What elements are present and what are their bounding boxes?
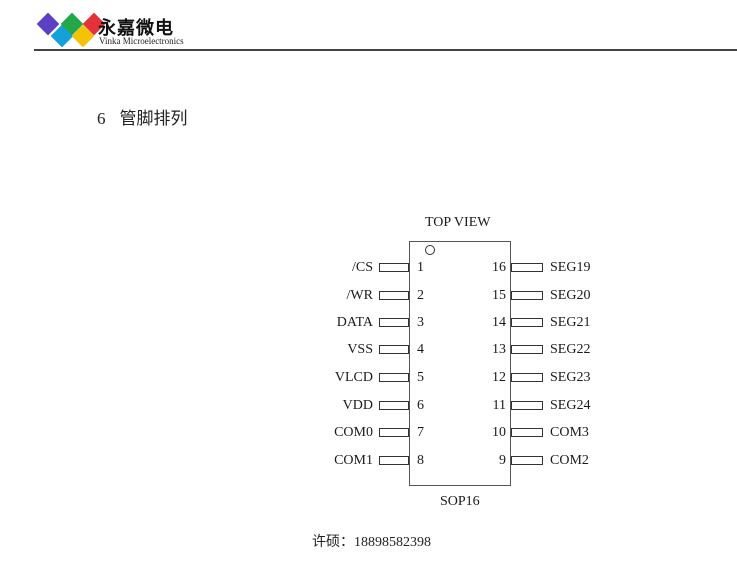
pin-lead	[511, 318, 543, 327]
pin-number: 11	[492, 398, 506, 413]
contact-info: 许硕：18898582398	[312, 535, 431, 550]
pin-lead	[379, 345, 409, 354]
pin-lead	[379, 291, 409, 300]
pin-number: 8	[417, 453, 424, 468]
pin-name: VDD	[342, 398, 373, 413]
pin-name: SEG21	[550, 315, 591, 330]
pin-name: SEG19	[550, 260, 591, 275]
pin-number: 1	[417, 260, 424, 275]
package-label: SOP16	[440, 494, 480, 509]
pin-number: 12	[492, 370, 506, 385]
pin-lead	[511, 291, 543, 300]
pin-name: COM2	[550, 453, 589, 468]
chip-body	[409, 241, 511, 486]
pin-name: /WR	[346, 288, 373, 303]
pin-name: COM1	[334, 453, 373, 468]
pin-name: SEG23	[550, 370, 591, 385]
pin-lead	[379, 318, 409, 327]
pin-name: COM0	[334, 425, 373, 440]
header-divider	[34, 49, 737, 51]
pin-name: /CS	[351, 260, 373, 275]
pin-number: 2	[417, 288, 424, 303]
pin-lead	[511, 428, 543, 437]
pin-name: SEG24	[550, 398, 591, 413]
pin-lead	[511, 456, 543, 465]
pin-lead	[379, 401, 409, 410]
pin-number: 9	[499, 453, 506, 468]
section-number: 6	[97, 109, 106, 128]
pin-lead	[379, 373, 409, 382]
pin-lead	[379, 456, 409, 465]
pin-number: 13	[492, 342, 506, 357]
pin-number: 7	[417, 425, 424, 440]
pin-name: VSS	[347, 342, 373, 357]
pin1-marker-icon	[425, 245, 435, 255]
logo-chinese-name: 永嘉微电	[98, 18, 174, 39]
pin-lead	[511, 345, 543, 354]
pin-name: VLCD	[334, 370, 373, 385]
pin-number: 10	[492, 425, 506, 440]
top-view-label: TOP VIEW	[425, 215, 491, 230]
pin-name: COM3	[550, 425, 589, 440]
pin-number: 6	[417, 398, 424, 413]
pin-number: 15	[492, 288, 506, 303]
pin-lead	[511, 401, 543, 410]
pin-lead	[379, 428, 409, 437]
pin-number: 14	[492, 315, 506, 330]
pin-name: DATA	[336, 315, 373, 330]
logo-english-name: Vinka Microelectronics	[99, 36, 184, 46]
pin-name: SEG22	[550, 342, 591, 357]
pin-lead	[511, 373, 543, 382]
pin-number: 16	[492, 260, 506, 275]
section-heading: 6 管脚排列	[97, 104, 188, 129]
pin-name: SEG20	[550, 288, 591, 303]
pin-number: 5	[417, 370, 424, 385]
pin-lead	[379, 263, 409, 272]
section-title: 管脚排列	[119, 109, 188, 128]
pin-number: 4	[417, 342, 424, 357]
pin-number: 3	[417, 315, 424, 330]
pin-lead	[511, 263, 543, 272]
